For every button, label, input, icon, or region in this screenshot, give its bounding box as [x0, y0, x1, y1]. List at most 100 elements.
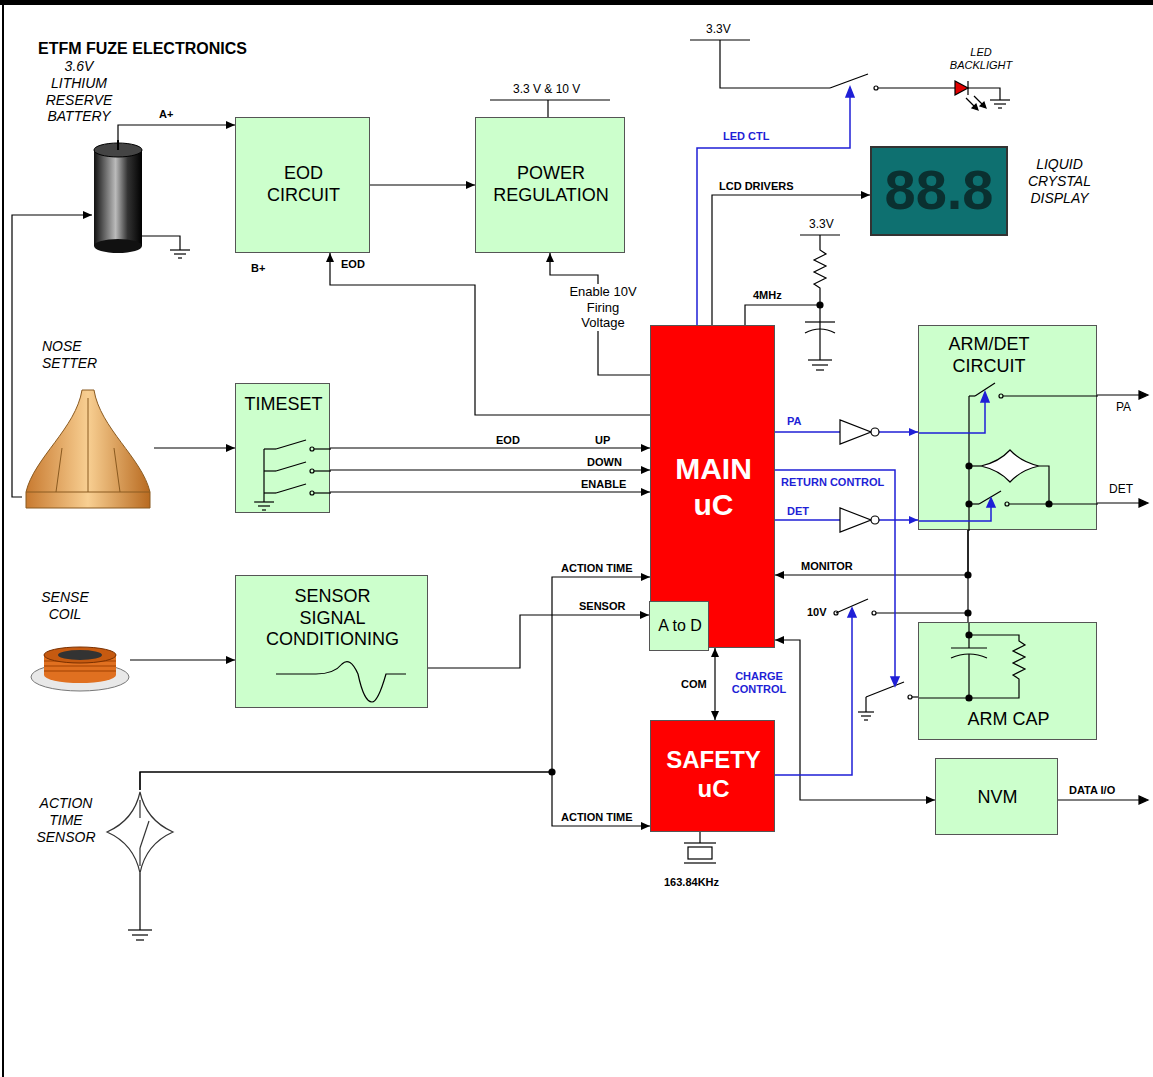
annotation-label: B+	[250, 262, 266, 275]
charge-switch	[834, 572, 971, 616]
connector-line	[775, 530, 968, 575]
oscillator-rc	[812, 364, 828, 365]
arm-cap-schematic	[966, 632, 972, 638]
action-time-sensor-symbol	[107, 792, 173, 873]
arrowhead	[226, 121, 235, 129]
nose-setter-illustration	[56, 448, 62, 492]
annotation-label: LED BACKLIGHT	[945, 46, 1017, 72]
inverter-symbol	[840, 420, 871, 444]
action-time-sensor-symbol	[107, 792, 173, 873]
battery-illustration	[94, 150, 142, 246]
return-switch	[908, 695, 912, 699]
arm-det-schematic	[1009, 503, 1098, 504]
ground-symbol	[174, 253, 186, 254]
connector	[118, 121, 235, 140]
signal-label: ACTION TIME	[560, 562, 634, 575]
charge-switch	[876, 612, 968, 613]
return-switch	[865, 697, 866, 712]
memory-box: NVM	[935, 758, 1058, 835]
arrowhead	[909, 516, 918, 524]
timeset-switches	[276, 462, 306, 471]
part-label: SENSE COIL	[35, 589, 95, 623]
node-label: POWER REGULATION	[481, 163, 621, 206]
part-label: NOSE SETTER	[42, 338, 102, 372]
supply-rail	[547, 100, 548, 117]
connector	[428, 611, 649, 668]
signal-label: PA	[786, 415, 802, 428]
part-label: ACTION TIME SENSOR	[33, 795, 99, 845]
annotation-label: DATA I/O	[1068, 784, 1116, 797]
return-switch	[858, 711, 874, 712]
microcontroller-box: MAIN uCA to D	[650, 325, 775, 648]
circuit-box: ARM/DET CIRCUIT	[918, 325, 1097, 530]
node-label: SENSOR SIGNAL CONDITIONING	[264, 586, 401, 651]
annotation-label: DET	[1108, 482, 1134, 496]
arm-cap-schematic	[968, 654, 969, 698]
lcd-display: 88.8LIQUID CRYSTAL DISPLAY	[870, 146, 1008, 236]
arrowhead	[775, 571, 784, 579]
connector	[712, 191, 870, 325]
action-time-sensor-symbol	[139, 800, 140, 818]
led-control-wire	[697, 96, 850, 325]
return-switch	[861, 715, 871, 716]
arm-det-schematic	[1005, 502, 1009, 506]
connector-line	[550, 253, 650, 375]
annotation-label: 3.3V	[705, 22, 732, 36]
signal-label: SENSOR	[578, 600, 626, 613]
arm-cap-schematic	[919, 697, 969, 698]
arm-det-schematic	[969, 395, 975, 396]
signal-label: COM	[680, 678, 708, 691]
ground-symbol	[170, 249, 190, 250]
connector-line	[154, 447, 235, 448]
battery: 3.6V LITHIUM RESERVE BATTERY	[92, 140, 144, 262]
nose-setter-illustration	[26, 390, 150, 508]
connector	[775, 530, 968, 579]
charge-switch	[965, 610, 971, 616]
connector-line	[712, 195, 870, 325]
box-title: ARM CAP	[919, 709, 1098, 731]
led-circuit	[878, 87, 955, 88]
control-wire	[987, 498, 995, 507]
sense-coil-illustration	[44, 647, 116, 663]
annotation-label: CHARGE CONTROL	[722, 670, 796, 696]
annotation-label: RETURN CONTROL	[780, 476, 885, 489]
crystal-symbol	[684, 832, 716, 863]
led-circuit	[994, 103, 1006, 104]
waveform-symbol	[276, 662, 406, 702]
led-control-wire	[697, 87, 854, 325]
led-circuit	[955, 81, 968, 95]
connector-line	[330, 469, 650, 470]
arm-cap-schematic	[966, 695, 972, 701]
annotation-label: 10V	[806, 606, 828, 619]
arrowhead	[641, 488, 650, 496]
process-box: POWER REGULATION	[475, 117, 625, 253]
sense-coil: SENSE COIL	[30, 635, 130, 695]
charge-switch	[872, 611, 876, 615]
timeset-switches	[254, 501, 274, 502]
oscillator-rc	[817, 302, 823, 308]
connector	[326, 253, 650, 415]
led-circuit	[830, 74, 868, 88]
timeset-switches	[276, 484, 306, 493]
return-control-wire	[775, 470, 895, 678]
return-control-wire	[775, 470, 899, 686]
battery-illustration	[92, 140, 144, 262]
arm-det-schematic	[999, 394, 1003, 398]
connector	[775, 636, 935, 804]
node-label: SAFETY uC	[651, 746, 776, 804]
annotation-label: 3.3 V & 10 V	[512, 82, 581, 96]
connector	[711, 648, 719, 720]
annotation-label: EOD	[495, 434, 521, 447]
inverter-symbol	[871, 516, 879, 524]
process-box: SENSOR SIGNAL CONDITIONING	[235, 575, 428, 708]
signal-label: ACTION TIME	[560, 811, 634, 824]
timeset-switches	[276, 440, 306, 449]
sense-coil-illustration	[30, 635, 130, 695]
timeset-switches	[264, 470, 276, 471]
led-circuit	[972, 104, 978, 110]
ground-symbol	[144, 236, 180, 250]
arm-det-schematic	[966, 383, 1098, 531]
ground-symbol	[132, 934, 148, 935]
annotation-label: 163.84KHz	[663, 876, 720, 889]
